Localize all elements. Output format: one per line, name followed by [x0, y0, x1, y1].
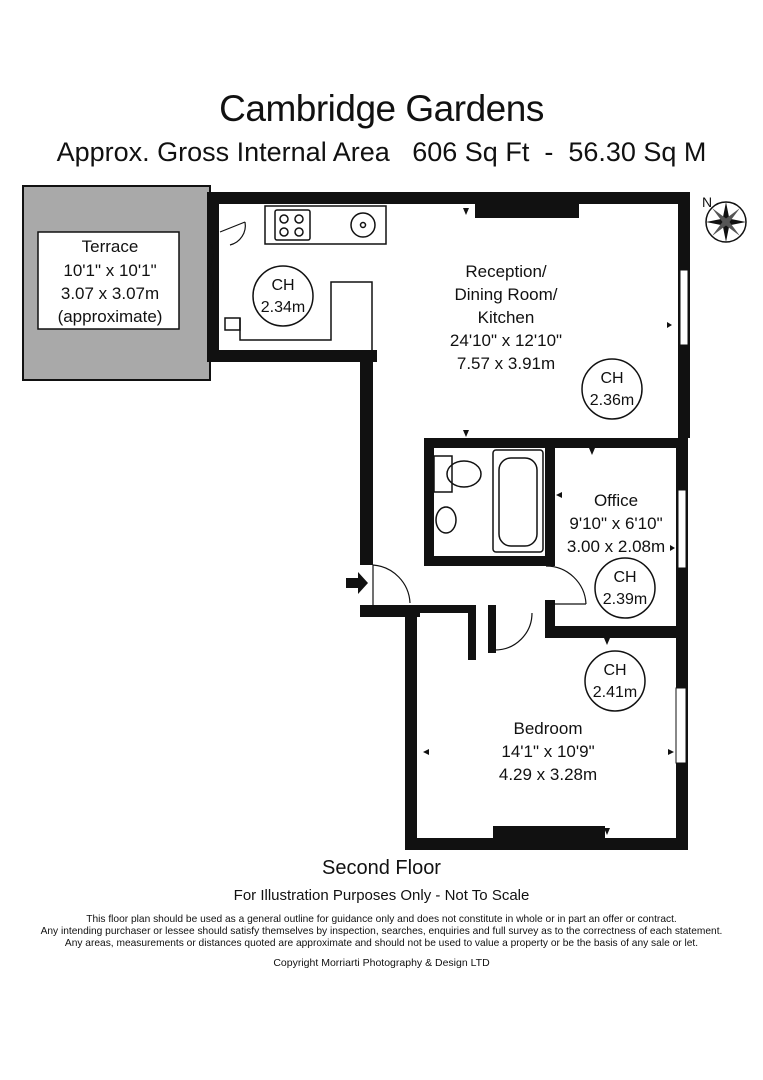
plan-title: Cambridge Gardens [219, 88, 544, 129]
ceiling-height-badge: CH 2.34m [252, 265, 314, 327]
entrance-arrow-icon [346, 572, 368, 594]
terrace-imperial: 10'1" x 10'1" [63, 261, 156, 280]
gross-area-subtitle: Approx. Gross Internal Area 606 Sq Ft - … [56, 137, 707, 167]
bedroom-label: Bedroom 14'1" x 10'9" 4.29 x 3.28m [499, 719, 597, 784]
office-name: Office [594, 491, 638, 510]
compass-north-label: N [702, 194, 712, 210]
disclaimer-line: Any intending purchaser or lessee should… [40, 926, 723, 937]
terrace-note: (approximate) [58, 307, 163, 326]
ceiling-height-label: CH [271, 277, 294, 294]
disclaimer: This floor plan should be used as a gene… [0, 914, 763, 950]
terrace-doors [207, 221, 246, 299]
bathroom-fixtures [433, 449, 544, 553]
ceiling-height-value: 2.36m [590, 392, 634, 409]
bedroom-imperial: 14'1" x 10'9" [501, 742, 594, 761]
ceiling-height-value: 2.41m [593, 684, 637, 701]
bedroom-metric: 4.29 x 3.28m [499, 765, 597, 784]
reception-metric: 7.57 x 3.91m [457, 354, 555, 373]
reception-line2: Dining Room/ [455, 285, 558, 304]
illustration-note: For Illustration Purposes Only - Not To … [233, 887, 530, 904]
ceiling-height-value: 2.34m [261, 299, 305, 316]
radiators [475, 202, 605, 840]
office-label: Office 9'10" x 6'10" 3.00 x 2.08m [567, 491, 665, 556]
reception-line3: Kitchen [478, 308, 535, 327]
disclaimer-line: This floor plan should be used as a gene… [86, 914, 677, 925]
terrace-name: Terrace [82, 237, 139, 256]
ceiling-height-label: CH [613, 569, 636, 586]
reception-line1: Reception/ [465, 262, 547, 281]
copyright: Copyright Morriarti Photography & Design… [273, 957, 490, 969]
ceiling-height-badge: CH 2.36m [581, 358, 643, 420]
entrance-door [372, 564, 587, 651]
ceiling-height-label: CH [603, 662, 626, 679]
ceiling-height-badge: CH 2.41m [584, 650, 646, 712]
kitchen-counter [224, 205, 387, 350]
terrace-area [22, 185, 211, 381]
north-compass-icon [705, 201, 747, 243]
reception-label: Reception/ Dining Room/ Kitchen 24'10" x… [450, 262, 562, 373]
ceiling-height-value: 2.39m [603, 591, 647, 608]
terrace-metric: 3.07 x 3.07m [61, 284, 159, 303]
disclaimer-line: Any areas, measurements or distances quo… [64, 938, 699, 949]
wall-markers [423, 208, 675, 835]
windows [675, 269, 689, 764]
terrace-label: Terrace 10'1" x 10'1" 3.07 x 3.07m (appr… [58, 237, 163, 326]
bedroom-name: Bedroom [514, 719, 583, 738]
floor-label: Second Floor [322, 857, 441, 879]
ceiling-height-label: CH [600, 370, 623, 387]
ceiling-height-badge: CH 2.39m [594, 557, 656, 619]
office-imperial: 9'10" x 6'10" [569, 514, 662, 533]
office-metric: 3.00 x 2.08m [567, 537, 665, 556]
reception-imperial: 24'10" x 12'10" [450, 331, 562, 350]
